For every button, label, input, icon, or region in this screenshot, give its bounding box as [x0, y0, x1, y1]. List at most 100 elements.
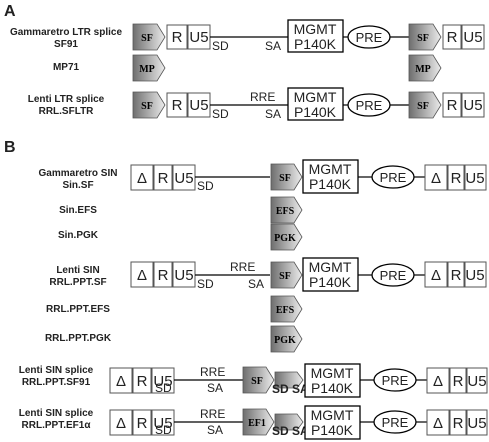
splice-sites-arrow: [274, 413, 304, 431]
sf-promoter: [270, 163, 303, 191]
construct-name: RRL.PPT.PGK: [45, 333, 112, 344]
panel-label-b: B: [4, 139, 16, 156]
panel-label-a: A: [4, 3, 16, 20]
mp-promoter-ltr5: [132, 54, 166, 82]
r-region: [442, 92, 462, 118]
sd-label: SD: [155, 423, 172, 437]
delta-label: Δ: [431, 170, 441, 187]
r-region: [449, 409, 467, 436]
r-label: R: [158, 170, 169, 187]
delta-label: Δ: [433, 415, 443, 432]
r-label: R: [158, 267, 169, 284]
promoter-label: SF: [141, 33, 153, 44]
sf-promoter-ltr5: [132, 91, 166, 119]
u5-region: [466, 409, 488, 436]
promoter-label: EFS: [276, 206, 295, 217]
r-label: R: [453, 373, 464, 390]
pgk-promoter: [270, 223, 303, 251]
pre-label: PRE: [382, 373, 409, 388]
promoter-label: SF: [417, 101, 429, 112]
mgmt-label: MGMT: [294, 21, 337, 37]
mgmt-transgene: [304, 405, 361, 440]
promoter-label: EF1: [248, 418, 266, 429]
sa-label: SA: [207, 423, 223, 437]
u5-label: U5: [174, 170, 193, 187]
promoter-label: SF: [141, 101, 153, 112]
r-region: [153, 261, 173, 288]
u5-label: U5: [465, 170, 484, 187]
delta-u3-region: [130, 164, 154, 191]
delta-label: Δ: [116, 415, 126, 432]
delta-u3-region: [109, 409, 133, 436]
construct-sin-efs: Sin.EFS EFS: [59, 196, 303, 224]
mgmt-label: MGMT: [311, 407, 354, 423]
promoter-label: PGK: [274, 233, 296, 244]
rre-label: RRE: [230, 260, 255, 274]
delta-label: Δ: [137, 170, 147, 187]
promoter-label: SF: [279, 271, 291, 282]
r-label: R: [172, 29, 183, 46]
p140k-label: P140K: [294, 104, 337, 120]
construct-sin-pgk: Sin.PGK PGK: [58, 223, 303, 251]
r-region: [166, 24, 188, 50]
sd-sa-label: SD SA: [272, 382, 309, 396]
u5-label: U5: [467, 415, 486, 432]
promoter-label: EFS: [276, 305, 295, 316]
splice-sites-arrow: [274, 371, 304, 389]
construct-name: Sin.PGK: [58, 230, 99, 241]
sf-promoter: [270, 261, 303, 289]
promoter-label: SF: [417, 33, 429, 44]
pre-label: PRE: [356, 98, 383, 113]
r-region: [166, 92, 188, 118]
efs-promoter: [270, 295, 303, 323]
sd-sa-label: SD SA: [272, 424, 309, 438]
mgmt-transgene: [287, 19, 344, 53]
sd-label: SD: [212, 107, 229, 121]
mgmt-transgene: [302, 257, 359, 292]
u5-label: U5: [174, 267, 193, 284]
rre-label: RRE: [200, 407, 225, 421]
delta-u3-region: [130, 261, 154, 288]
u5-region: [461, 92, 485, 118]
r-label: R: [447, 97, 458, 114]
r-label: R: [451, 170, 462, 187]
r-label: R: [447, 29, 458, 46]
rre-label: RRE: [200, 365, 225, 379]
r-region: [442, 24, 462, 50]
mgmt-transgene: [304, 363, 361, 398]
sf-promoter-ltr3: [408, 23, 442, 51]
delta-u3-region: [424, 261, 448, 288]
u5-label: U5: [463, 97, 482, 114]
construct-name: RRL.PPT.EFS: [46, 304, 110, 315]
r-region: [447, 261, 465, 288]
sa-label: SA: [265, 39, 281, 53]
delta-label: Δ: [431, 267, 441, 284]
delta-u3-region: [426, 367, 450, 394]
rre-label: RRE: [250, 90, 275, 104]
sd-label: SD: [197, 179, 214, 193]
u5-label: U5: [467, 373, 486, 390]
mgmt-label: MGMT: [309, 161, 352, 177]
construct-rrl-ppt-pgk: RRL.PPT.PGK PGK: [45, 325, 303, 353]
mp-promoter-ltr3: [408, 54, 442, 82]
r-label: R: [137, 373, 148, 390]
r-region: [449, 367, 467, 394]
sa-label: SA: [265, 107, 281, 121]
pre-label: PRE: [356, 30, 383, 45]
promoter-label: PGK: [274, 335, 296, 346]
sa-label: SA: [207, 381, 223, 395]
pgk-promoter: [270, 325, 303, 353]
p140k-label: P140K: [311, 422, 354, 438]
u5-label: U5: [463, 29, 482, 46]
construct-name: MP71: [53, 62, 80, 73]
sa-label: SA: [248, 277, 264, 291]
